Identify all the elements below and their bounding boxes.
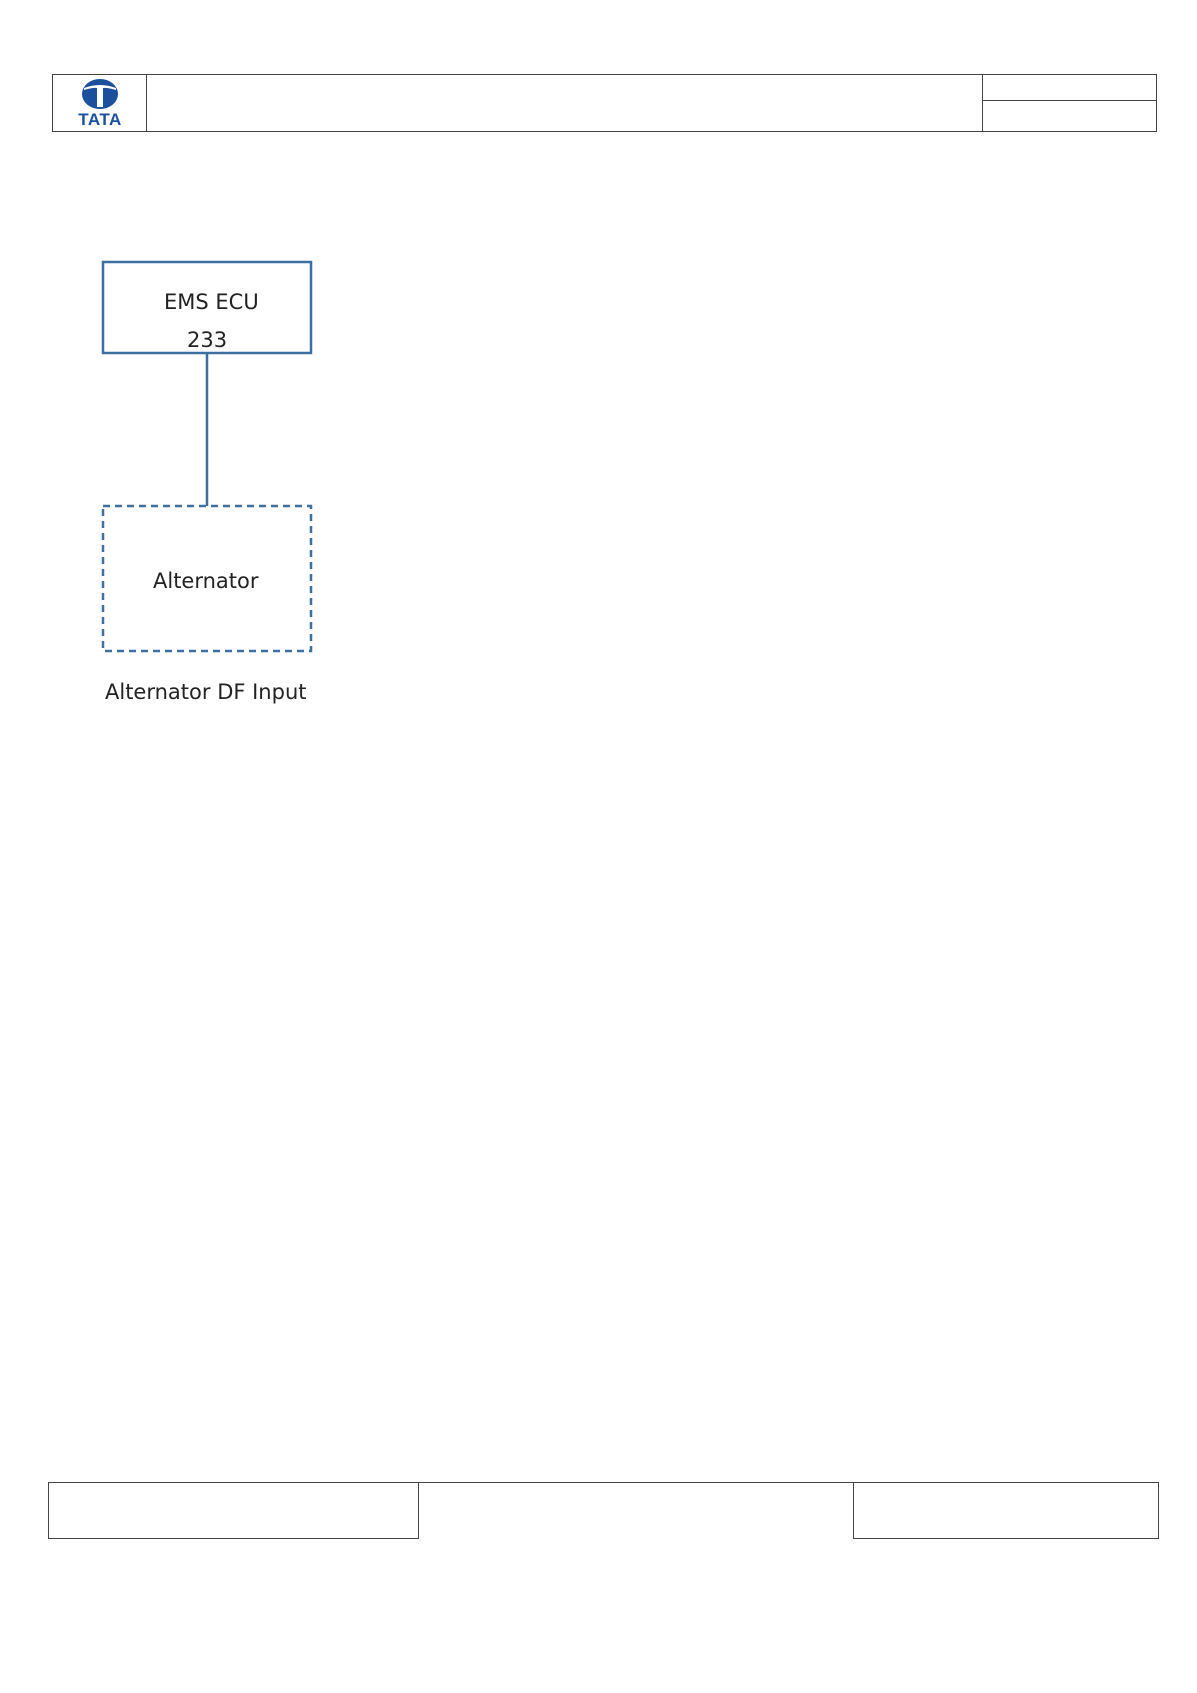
footer-right-cell	[853, 1482, 1159, 1539]
tata-emblem-icon	[82, 79, 118, 109]
footer-left-cell	[48, 1482, 419, 1539]
alternator-label: Alternator	[153, 569, 259, 593]
ems-ecu-number: 233	[187, 328, 228, 352]
header-right-bottom-cell	[983, 101, 1157, 132]
logo-text: TATA	[78, 110, 122, 129]
header-table: TATA	[52, 74, 1157, 132]
diagram-caption: Alternator DF Input	[105, 680, 307, 704]
header-logo-cell: TATA	[53, 75, 147, 131]
header-right-top-cell	[983, 75, 1157, 101]
ems-ecu-label: EMS ECU	[164, 290, 259, 314]
header-title-cell	[147, 75, 983, 131]
tata-logo: TATA	[67, 77, 133, 129]
footer-middle-divider	[418, 1482, 853, 1483]
